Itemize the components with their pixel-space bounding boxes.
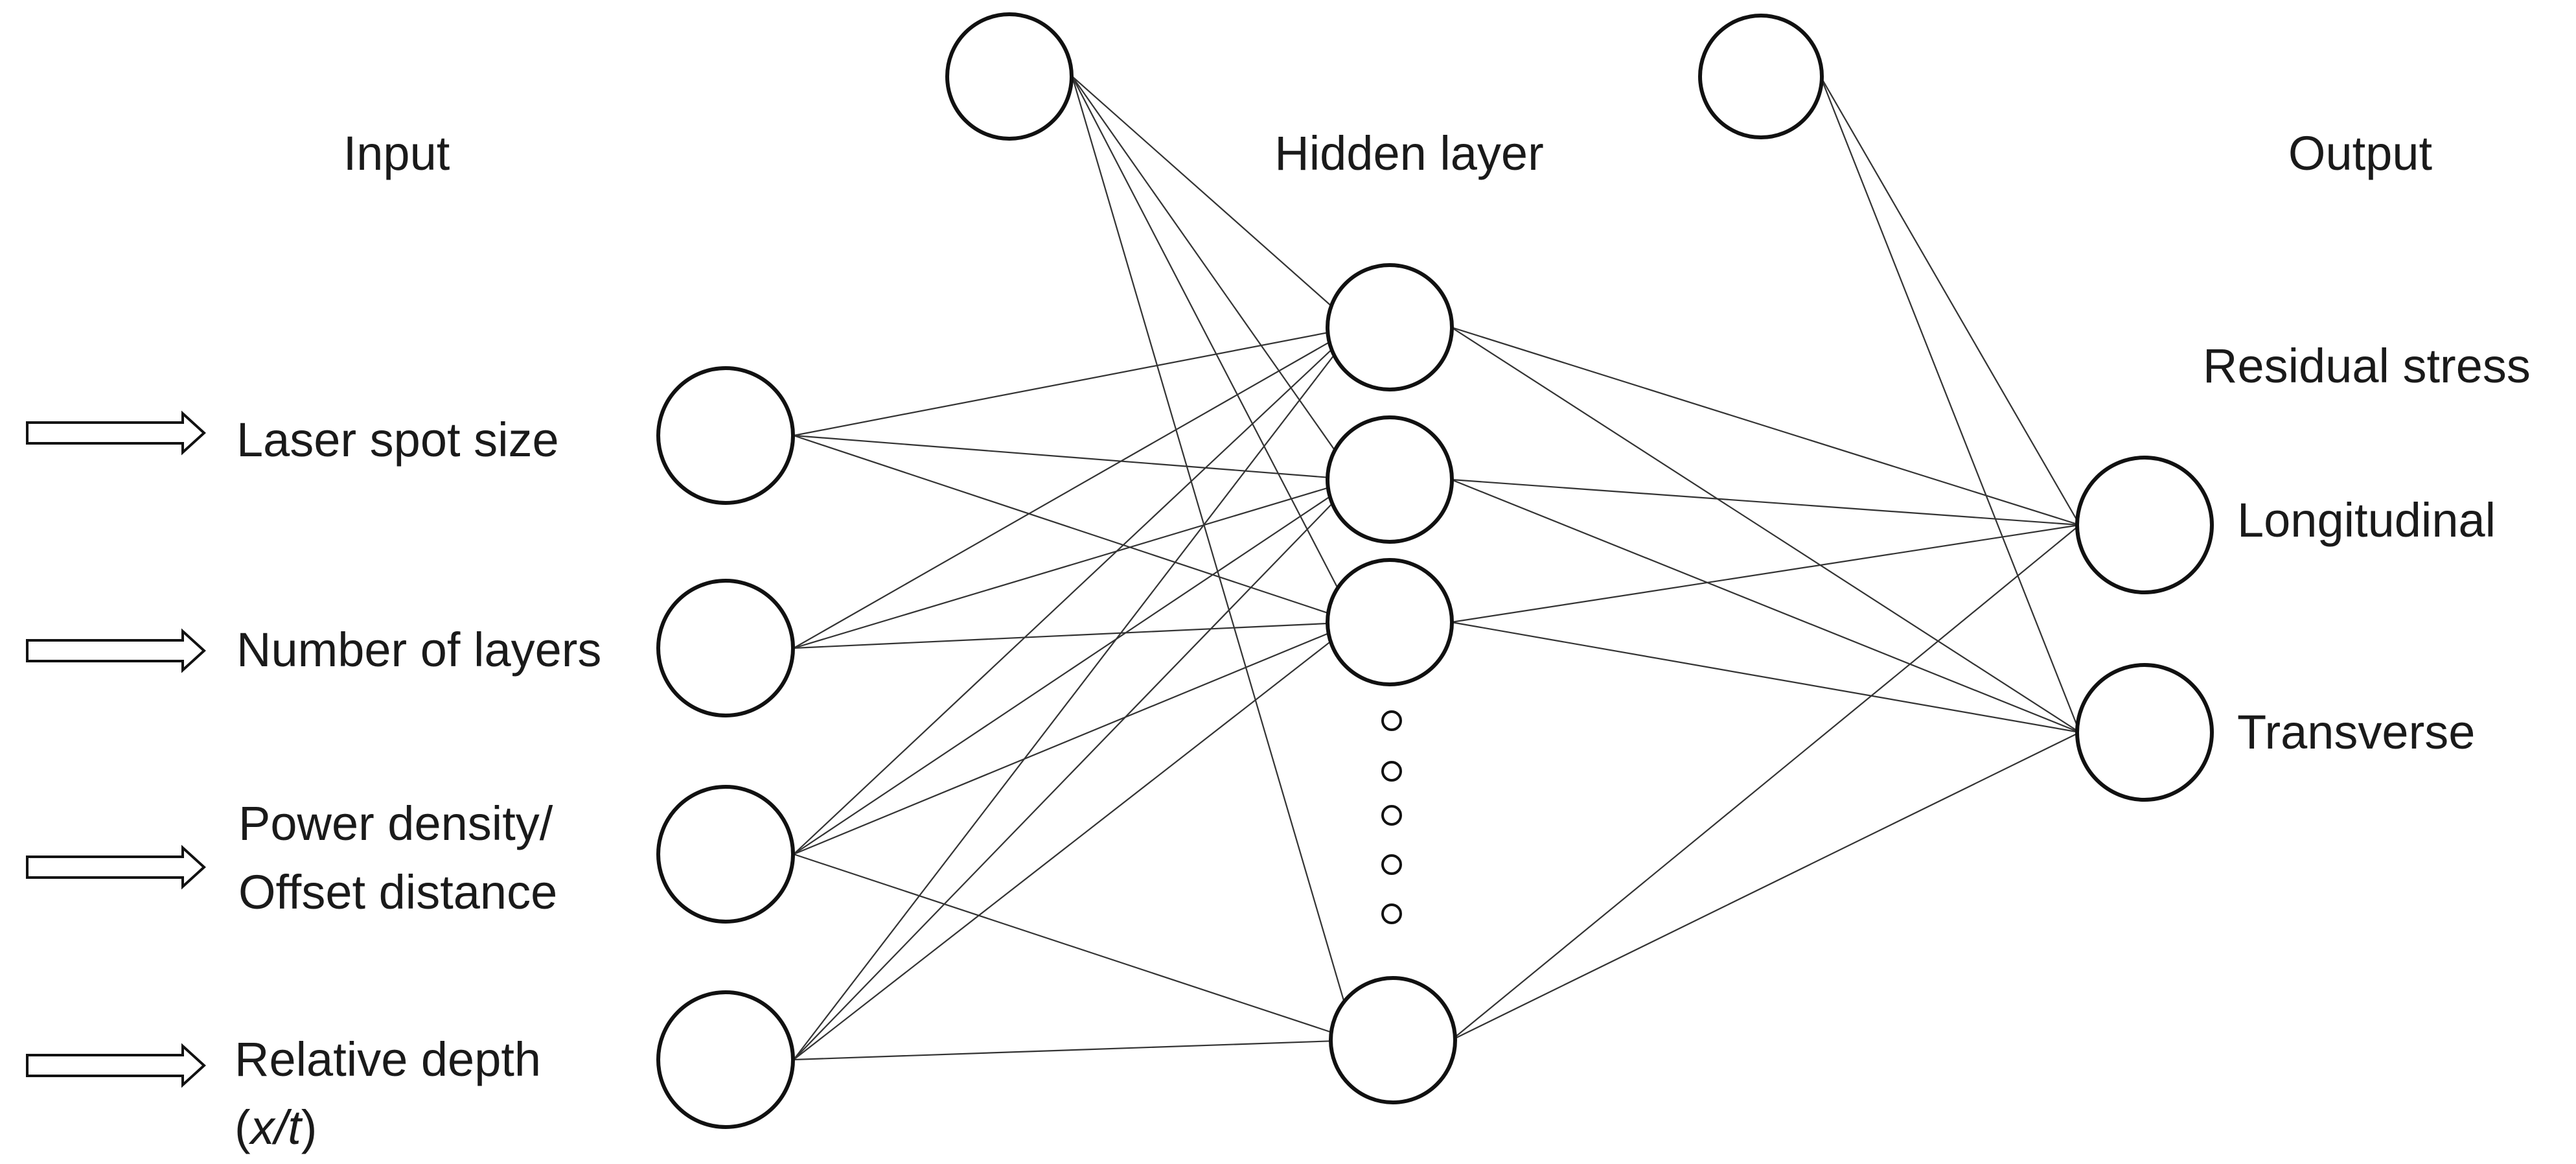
edge-hidden4-output2	[1451, 732, 2080, 1041]
output-node-transverse	[2075, 663, 2214, 802]
edge-hidden4-output1	[1451, 524, 2080, 1041]
input-node-2	[656, 579, 795, 717]
input-label-relative-depth: Relative depth	[235, 1032, 541, 1086]
ellipsis-dot	[1381, 710, 1402, 731]
edge-input3-hidden1	[793, 327, 1356, 855]
ratio-italic: x/t	[249, 1100, 304, 1154]
input-label-number-of-layers: Number of layers	[236, 623, 601, 677]
output-group-title: Residual stress	[2203, 339, 2531, 393]
bias-node-hidden	[945, 12, 1074, 141]
edge-bias1-hidden1	[1072, 76, 1356, 328]
edge-input4-hidden3	[793, 622, 1356, 1060]
edge-hidden1-output1	[1451, 326, 2080, 526]
input-arrow-1	[26, 410, 206, 456]
input-node-4	[656, 990, 795, 1129]
edge-hidden2-output1	[1451, 478, 2080, 526]
input-label-offset-distance: Offset distance	[238, 865, 557, 919]
edge-hidden2-output2	[1451, 478, 2080, 734]
edge-hidden3-output1	[1451, 524, 2080, 623]
edge-bias2-output1	[1820, 76, 2080, 526]
edge-input4-hidden4	[793, 1039, 1356, 1061]
edge-input2-hidden1	[793, 327, 1356, 649]
ellipsis-dot	[1381, 761, 1402, 782]
edge-input1-hidden1	[793, 326, 1356, 437]
edge-input4-hidden1	[793, 327, 1356, 1060]
hidden-node-4	[1329, 976, 1457, 1104]
edge-bias2-output2	[1819, 76, 2081, 733]
edge-bias1-hidden2	[1072, 76, 1356, 480]
input-layer-title: Input	[343, 126, 450, 180]
hidden-node-1	[1326, 263, 1454, 391]
output-node-longitudinal	[2075, 456, 2214, 594]
input-node-1	[656, 366, 795, 505]
edge-bias1-hidden4	[1071, 76, 1357, 1041]
ratio-paren-close: )	[301, 1100, 317, 1154]
edge-hidden3-output2	[1451, 621, 2080, 734]
edge-input3-hidden2	[793, 479, 1356, 855]
output-label-transverse: Transverse	[2237, 705, 2475, 759]
ellipsis-dot	[1381, 805, 1402, 826]
output-label-longitudinal: Longitudinal	[2237, 493, 2496, 547]
edge-input3-hidden4	[793, 853, 1356, 1042]
input-arrow-3	[26, 844, 206, 890]
input-arrow-2	[26, 628, 206, 673]
edge-input2-hidden2	[793, 478, 1356, 649]
output-layer-title: Output	[2288, 126, 2433, 180]
hidden-node-3	[1326, 558, 1454, 686]
edge-input4-hidden2	[793, 479, 1356, 1060]
hidden-node-2	[1326, 415, 1454, 544]
connection-edges	[793, 76, 2081, 1061]
input-node-3	[656, 785, 795, 924]
edge-input1-hidden2	[793, 434, 1356, 481]
hidden-layer-title: Hidden layer	[1274, 126, 1543, 180]
ellipsis-dot	[1381, 854, 1402, 875]
edge-input3-hidden3	[793, 621, 1356, 856]
ratio-paren-open: (	[235, 1100, 251, 1154]
input-arrow-4	[26, 1043, 206, 1088]
ellipsis-dot	[1381, 903, 1402, 924]
input-label-power-density: Power density/	[238, 797, 553, 850]
input-label-relative-depth-ratio: (x/t)	[235, 1100, 317, 1154]
bias-node-output	[1698, 14, 1824, 139]
edge-bias1-hidden3	[1072, 76, 1356, 623]
edge-hidden1-output2	[1451, 327, 2080, 733]
edge-input1-hidden3	[793, 434, 1356, 623]
input-label-laser-spot-size: Laser spot size	[236, 413, 559, 467]
input-arrows	[26, 410, 206, 1088]
edge-input2-hidden3	[793, 621, 1356, 649]
hidden-ellipsis	[1381, 710, 1402, 924]
